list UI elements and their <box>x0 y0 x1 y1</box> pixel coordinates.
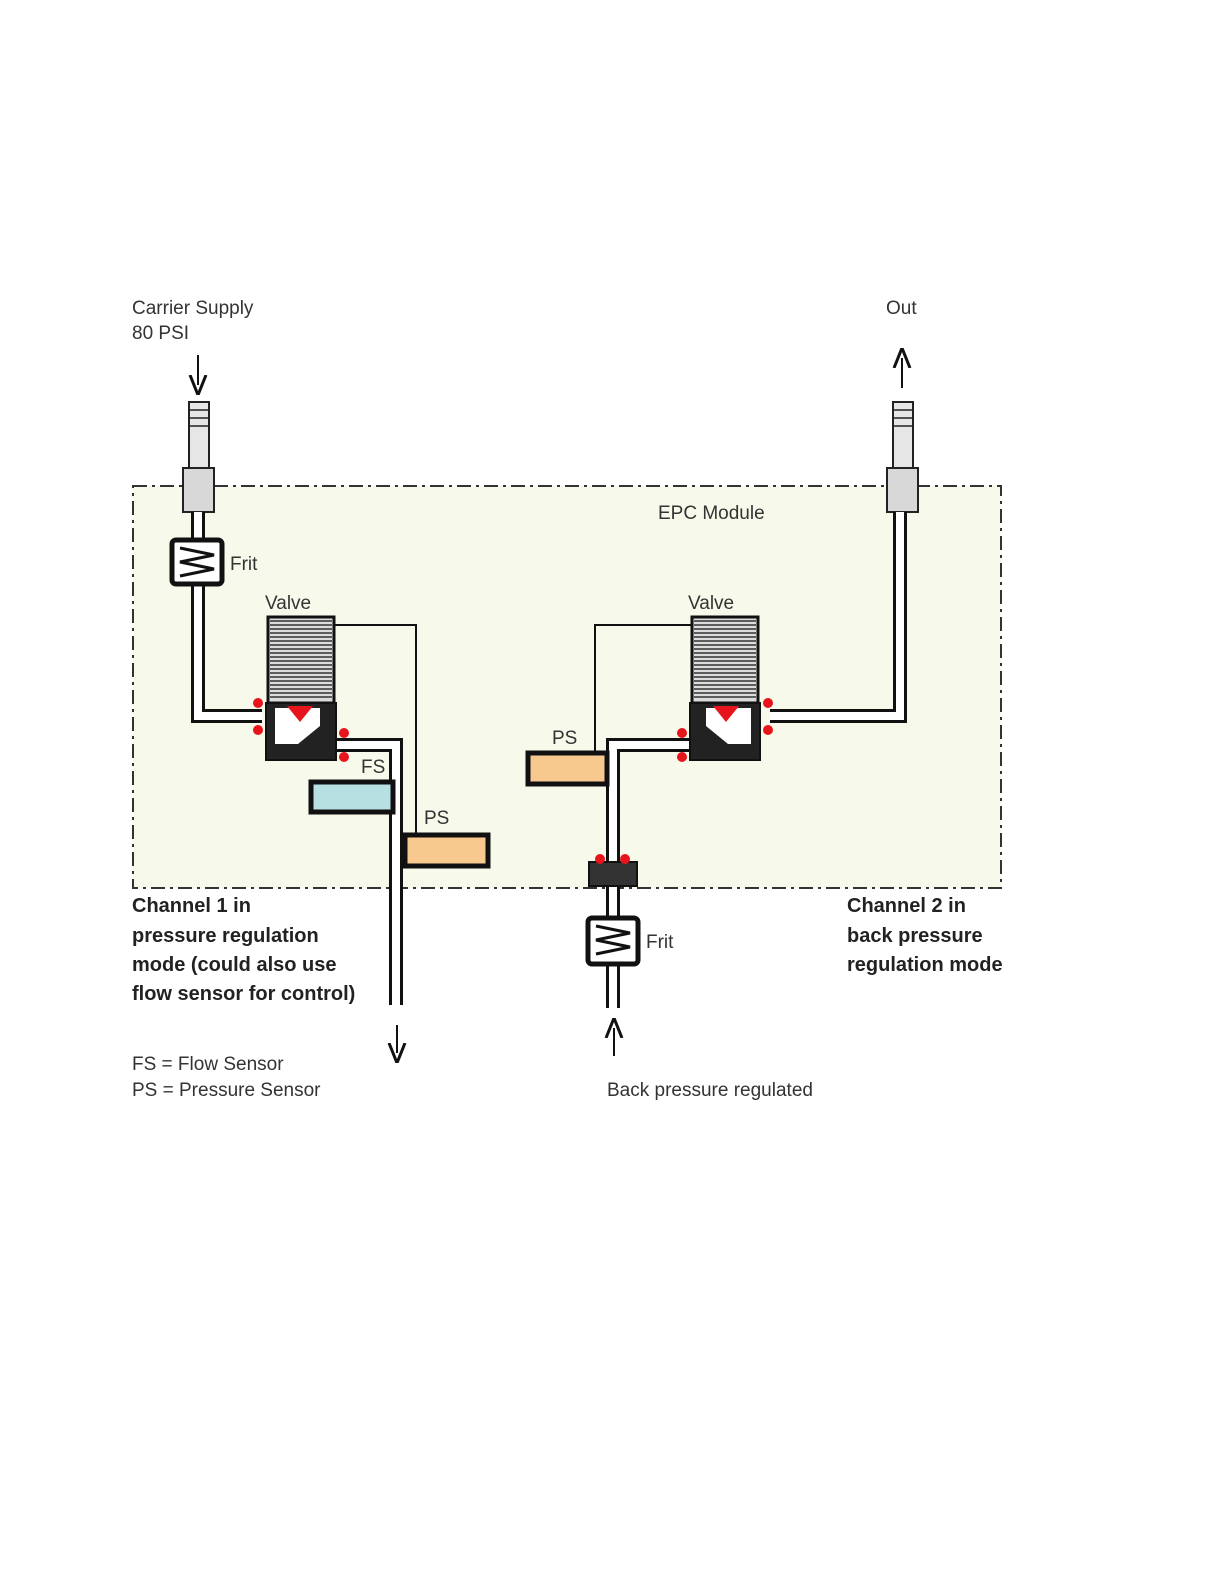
ps-1-label: PS <box>424 808 449 829</box>
frit-2-label: Frit <box>646 932 674 953</box>
channel1-caption-line: pressure regulation <box>132 925 319 947</box>
channel1-caption-line: mode (could also use <box>132 954 336 976</box>
channel2-caption-line: back pressure <box>847 925 983 947</box>
inlet-fitting <box>183 402 214 512</box>
valve-1-label: Valve <box>265 593 311 614</box>
frit-1-label: Frit <box>230 554 258 575</box>
legend-ps: PS = Pressure Sensor <box>132 1080 321 1101</box>
frit-2 <box>588 918 638 964</box>
carrier-supply-label: Carrier Supply <box>132 298 254 319</box>
flow-sensor <box>311 782 393 812</box>
valve-2-label: Valve <box>688 593 734 614</box>
channel2-caption-line: Channel 2 in <box>847 895 966 917</box>
fs-label: FS <box>361 757 385 778</box>
channel2-caption-line: regulation mode <box>847 954 1003 976</box>
valve-2 <box>677 617 773 762</box>
channel2-caption: Channel 2 in back pressure regulation mo… <box>847 895 1003 976</box>
out-label: Out <box>886 298 917 319</box>
ps-2-label: PS <box>552 728 577 749</box>
channel1-caption: Channel 1 in pressure regulation mode (c… <box>132 895 355 1005</box>
valve-1 <box>253 617 349 762</box>
legend-fs: FS = Flow Sensor <box>132 1054 284 1075</box>
frit-1 <box>172 540 222 584</box>
pressure-sensor-2 <box>528 753 607 784</box>
outlet-fitting <box>887 402 918 512</box>
carrier-pressure-label: 80 PSI <box>132 323 189 344</box>
channel1-caption-line: flow sensor for control) <box>132 983 355 1005</box>
epc-module-box <box>133 486 1001 888</box>
back-pressure-regulated-label: Back pressure regulated <box>607 1080 813 1101</box>
pressure-sensor-1 <box>405 835 488 866</box>
epc-module-label: EPC Module <box>658 503 765 524</box>
channel1-caption-line: Channel 1 in <box>132 895 251 917</box>
